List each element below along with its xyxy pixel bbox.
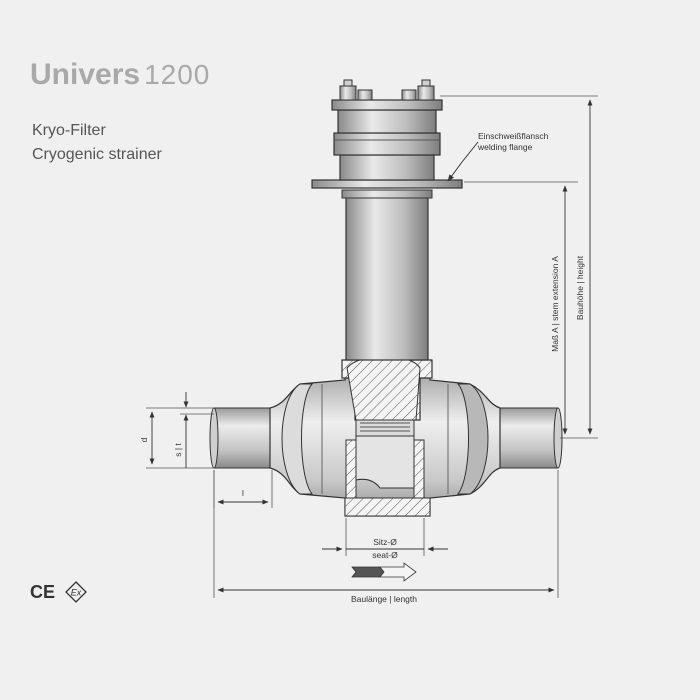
bolt-left (339, 79, 373, 101)
seat-diameter-dimension: Sitz-Ø seat-Ø (322, 518, 448, 560)
flange-label-de: Einschweißflansch (478, 131, 549, 141)
certification-marks: CE Ex (30, 581, 87, 603)
length-dimension: Baulänge | length (213, 470, 559, 604)
product-title-en: Cryogenic strainer (32, 146, 162, 163)
brand-name: Univers (30, 58, 141, 91)
product-title-de: Kryo-Filter (32, 122, 106, 139)
seat-label-en: seat-Ø (372, 550, 398, 560)
stem-extension (341, 189, 433, 361)
bonnet (331, 99, 443, 181)
ce-mark-icon: CE (30, 582, 55, 602)
seat-label-de: Sitz-Ø (373, 537, 397, 547)
welding-flange (311, 179, 463, 189)
ex-mark-icon: Ex (65, 581, 87, 603)
s-t-label: s | t (173, 443, 183, 457)
wall-thickness-dimension: s | t (173, 392, 214, 468)
length-label: Baulänge | length (351, 594, 417, 604)
svg-text:CE: CE (30, 582, 55, 602)
brand-model: 1200 (144, 59, 211, 90)
stem-extension-label: Maß A | stem extension A (550, 256, 560, 352)
flange-label-en: welding flange (477, 142, 533, 152)
flow-direction-arrow (351, 562, 417, 582)
height-dimension: Bauhöhe | height (440, 95, 598, 439)
d-label: d (139, 437, 149, 442)
l-label: l (242, 488, 244, 498)
l-dimension: l (213, 470, 273, 508)
diameter-dimension: d (139, 407, 214, 469)
svg-text:Ex: Ex (71, 588, 82, 598)
strainer-cartridge-section (341, 355, 433, 499)
height-label: Bauhöhe | height (575, 255, 585, 320)
stem-extension-dimension: Maß A | stem extension A (464, 181, 578, 435)
bolt-right (401, 79, 435, 101)
flange-callout: Einschweißflansch welding flange (447, 131, 549, 182)
